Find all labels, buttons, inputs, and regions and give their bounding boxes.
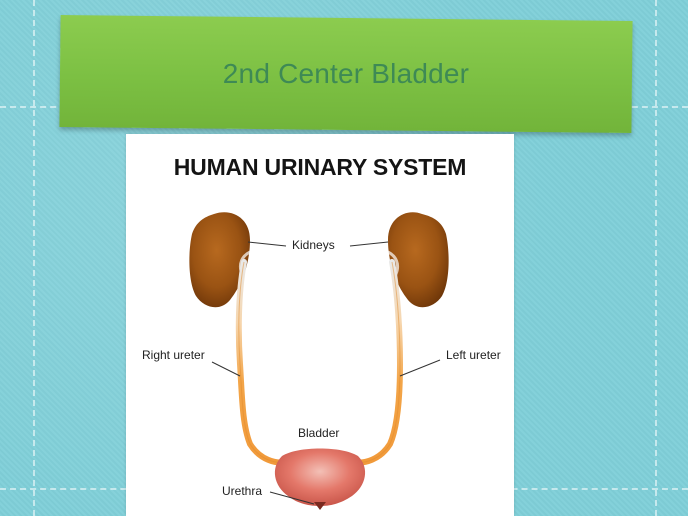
urethra: [314, 502, 326, 510]
left-kidney: [388, 212, 449, 308]
diagram-card: HUMAN URINARY SYSTEM: [126, 134, 514, 516]
right-ureter-label: Right ureter: [142, 348, 205, 362]
right-kidney: [189, 212, 250, 308]
kidneys-label: Kidneys: [292, 238, 335, 252]
left-ureter-label: Left ureter: [446, 348, 501, 362]
right-ureter-leader: [211, 361, 241, 377]
kidneys-leader-left: [349, 241, 389, 247]
bladder-label: Bladder: [298, 426, 340, 440]
left-ureter: [351, 259, 404, 466]
left-ureter-outline: [353, 261, 401, 463]
urinary-system-illustration: [189, 212, 449, 510]
kidneys-leader-right: [247, 241, 287, 247]
left-ureter-leader: [399, 359, 441, 377]
bladder: [274, 448, 366, 506]
urethra-label: Urethra: [222, 484, 263, 498]
stitch-line-right: [655, 0, 657, 516]
right-ureter: [235, 259, 289, 466]
right-ureter-outline: [238, 261, 287, 463]
slide-title: 2nd Center Bladder: [222, 58, 470, 89]
diagram-title: HUMAN URINARY SYSTEM: [173, 154, 467, 180]
stitch-line-left: [33, 0, 35, 516]
urethra-leader: [269, 491, 315, 505]
